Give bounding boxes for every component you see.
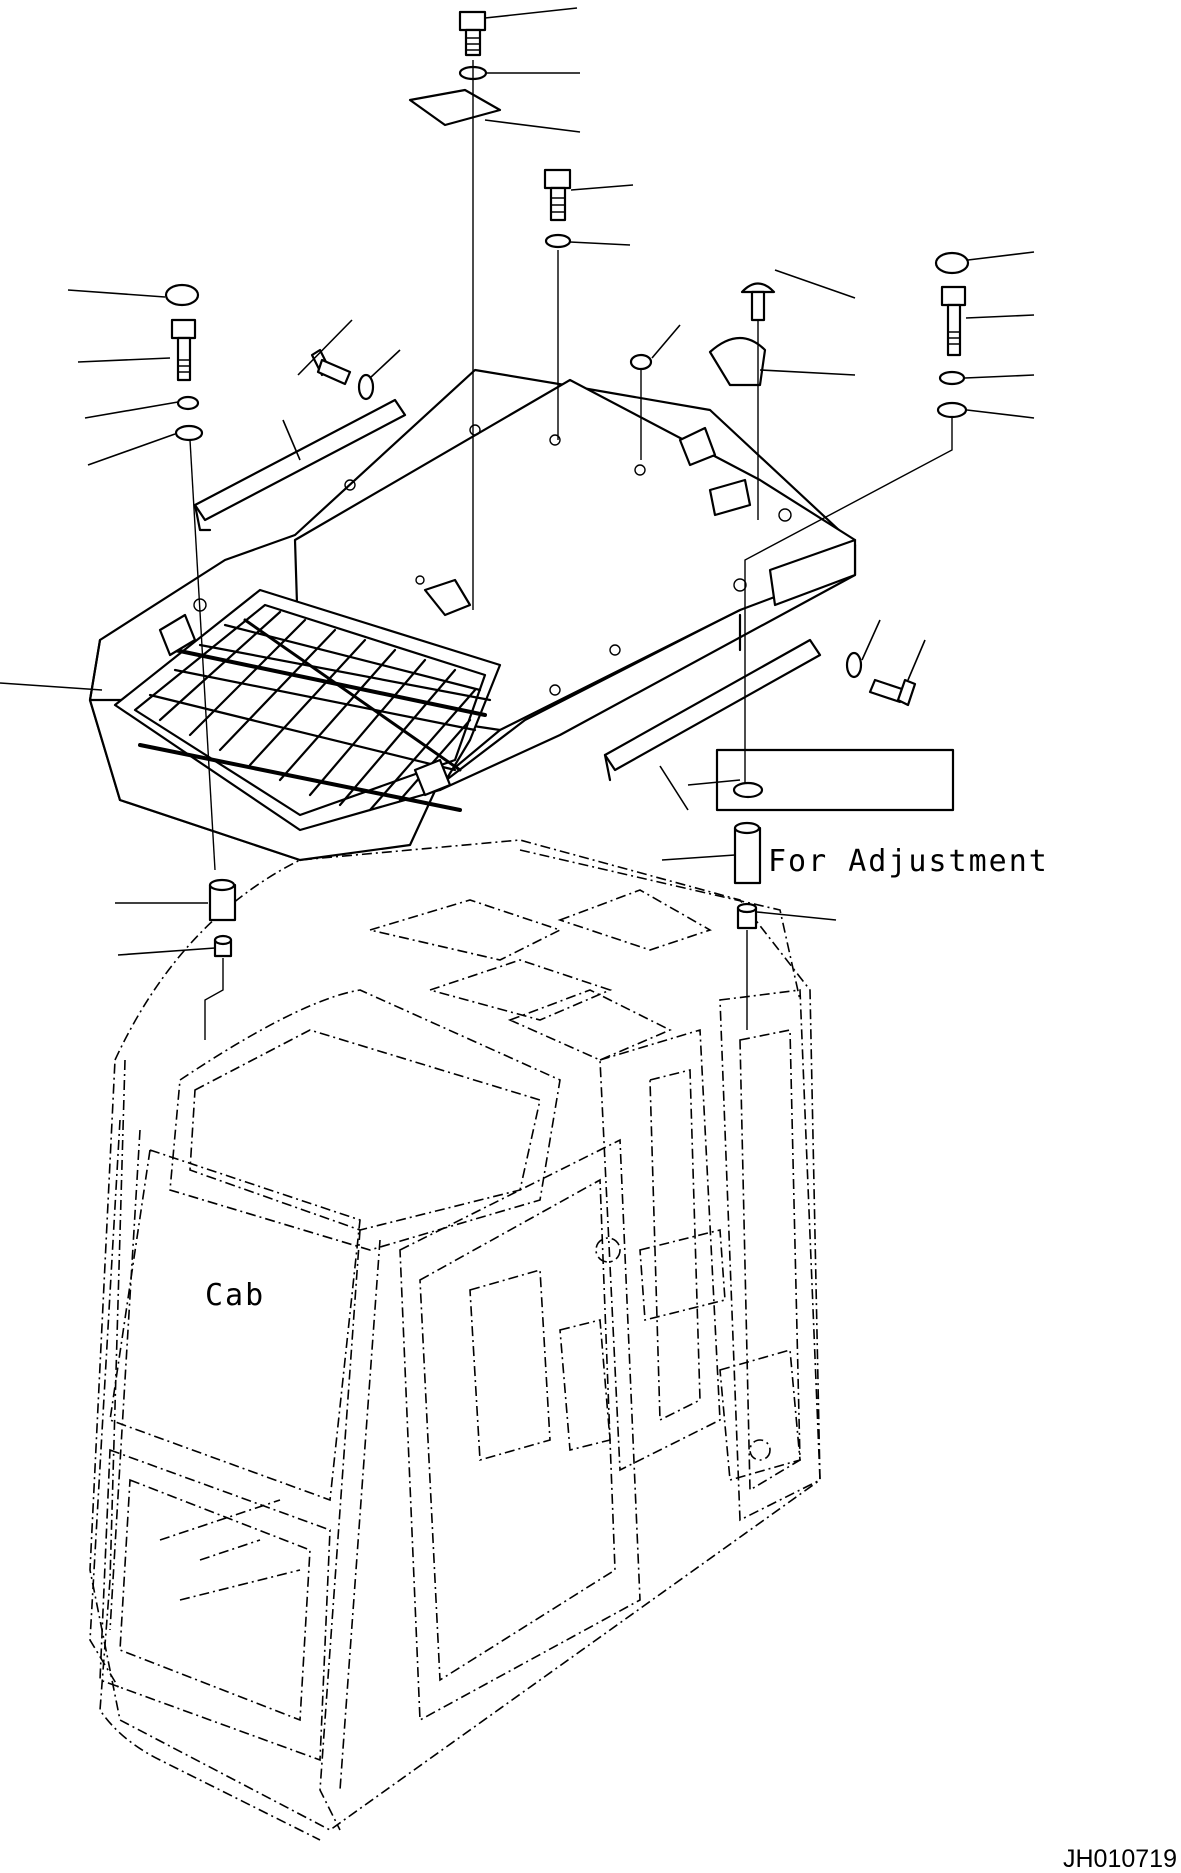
- drawing-code: JH010719: [1063, 1845, 1177, 1873]
- cab-outline: [89, 839, 821, 1841]
- washer-right-small: [938, 370, 966, 386]
- for-adjustment-label: For Adjustment: [768, 844, 1049, 879]
- bolt-second: [543, 168, 572, 222]
- bolt-top-center: [458, 10, 487, 57]
- roof-guard-panel: [88, 368, 857, 862]
- washer-left-small: [176, 395, 200, 411]
- spacer-left: [208, 878, 237, 922]
- spacer-adjustment: [733, 821, 762, 885]
- adjustment-box: [715, 748, 955, 812]
- bolt-left: [170, 318, 197, 382]
- washer-angled-right: [845, 651, 863, 679]
- washer-second: [544, 233, 572, 249]
- bolt-mushroom: [740, 282, 776, 322]
- collar-left: [213, 934, 233, 958]
- collar-right: [736, 902, 758, 930]
- leader-lines: [0, 7, 1035, 956]
- washer-left-large: [174, 424, 204, 442]
- washer-angled-left: [357, 373, 375, 401]
- washer-right-large: [936, 401, 968, 419]
- bolt-right: [940, 285, 967, 357]
- side-rail-right: [603, 638, 822, 782]
- cap-left: [164, 283, 200, 307]
- washer-adjustment: [732, 781, 764, 799]
- cab-label: Cab: [205, 1278, 265, 1313]
- washer-center-right: [629, 353, 653, 371]
- cover-plate-right: [708, 336, 767, 387]
- cap-right: [934, 251, 970, 275]
- plate-top-center: [408, 88, 502, 127]
- bolt-angled-right: [868, 678, 917, 707]
